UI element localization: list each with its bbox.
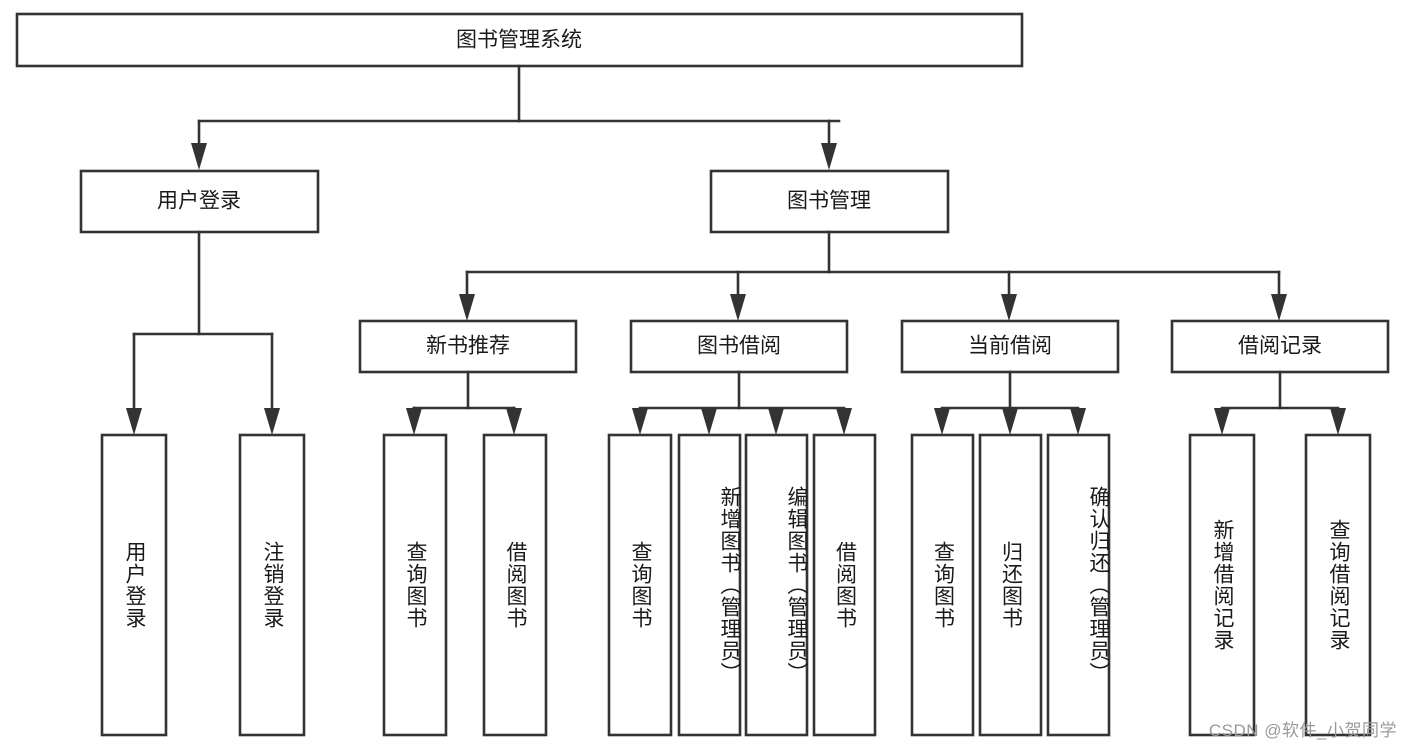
node-current-borrow-box[interactable] — [900, 319, 1120, 374]
node-book-borrow-label: 图书借阅 — [697, 335, 781, 358]
node-leaf-borrow-book-2-box[interactable] — [812, 433, 877, 737]
arrow-head-leaf-confirm-return — [1070, 408, 1086, 435]
arrow-head-leaf-add-record — [1214, 408, 1230, 435]
arrow-head-book-borrow — [730, 294, 746, 321]
node-leaf-logout-box[interactable] — [238, 433, 306, 737]
arrow-head-leaf-query-record — [1330, 408, 1346, 435]
connector-current-borrow-to-leaves — [934, 370, 1086, 435]
node-current-borrow[interactable]: 当前借阅 — [900, 319, 1120, 374]
arrow-head-book-manage — [821, 143, 837, 170]
node-root-label: 图书管理系统 — [456, 29, 582, 52]
node-leaf-edit-book-box[interactable] — [744, 433, 809, 737]
arrow-head-leaf-borrow-book-2 — [836, 408, 852, 435]
node-leaf-query-book-2-box[interactable] — [607, 433, 673, 737]
node-current-borrow-label: 当前借阅 — [968, 335, 1052, 358]
node-user-login[interactable]: 用户登录 — [79, 169, 320, 234]
node-book-borrow[interactable]: 图书借阅 — [629, 319, 849, 374]
connector-book-manage-to-level3 — [459, 230, 1287, 321]
arrow-head-current-borrow — [1001, 294, 1017, 321]
node-root-box[interactable] — [15, 12, 1024, 68]
node-leaf-add-record-box[interactable] — [1188, 433, 1256, 737]
arrow-head-leaf-borrow-book-1 — [506, 408, 522, 435]
node-user-login-label: 用户登录 — [157, 190, 241, 213]
node-leaf-query-book-3-box[interactable] — [910, 433, 975, 737]
node-leaf-query-record-box[interactable] — [1304, 433, 1372, 737]
node-borrow-record-box[interactable] — [1170, 319, 1390, 374]
arrow-head-leaf-user-login — [126, 408, 142, 435]
arrow-head-borrow-record — [1271, 294, 1287, 321]
connector-borrow-record-to-leaves — [1214, 370, 1346, 435]
node-leaf-return-book-box[interactable] — [978, 433, 1043, 737]
csdn-watermark: CSDN @软件_小贺同学 — [1208, 721, 1397, 740]
node-new-book-rec[interactable]: 新书推荐 — [358, 319, 578, 374]
node-leaf-confirm-return-box[interactable] — [1046, 433, 1111, 737]
node-leaf-borrow-book-1-box[interactable] — [482, 433, 548, 737]
connector-new-book-rec-to-leaves — [406, 370, 522, 435]
node-borrow-record-label: 借阅记录 — [1238, 335, 1322, 358]
arrow-head-user-login — [191, 143, 207, 170]
node-leaf-user-login-box[interactable] — [100, 433, 168, 737]
node-root[interactable]: 图书管理系统 — [15, 12, 1024, 68]
arrow-head-leaf-edit-book — [768, 408, 784, 435]
connector-book-borrow-to-leaves — [632, 370, 852, 435]
node-book-manage-box[interactable] — [709, 169, 950, 234]
node-new-book-rec-label: 新书推荐 — [426, 335, 510, 358]
node-borrow-record[interactable]: 借阅记录 — [1170, 319, 1390, 374]
node-leaf-add-book-box[interactable] — [677, 433, 742, 737]
arrow-head-leaf-query-book-3 — [934, 408, 950, 435]
node-book-borrow-box[interactable] — [629, 319, 849, 374]
arrow-head-new-book-rec — [459, 294, 475, 321]
arrow-head-leaf-logout — [264, 408, 280, 435]
arrow-head-leaf-query-book-1 — [406, 408, 422, 435]
connector-root-to-level2 — [191, 64, 841, 170]
arrow-head-leaf-query-book-2 — [632, 408, 648, 435]
arrow-head-leaf-add-book — [701, 408, 717, 435]
node-book-manage[interactable]: 图书管理 — [709, 169, 950, 234]
node-leaf-query-book-1-box[interactable] — [382, 433, 448, 737]
connector-user-login-to-leaves — [126, 230, 280, 435]
node-book-manage-label: 图书管理 — [787, 190, 871, 213]
node-new-book-rec-box[interactable] — [358, 319, 578, 374]
arrow-head-leaf-return-book — [1002, 408, 1018, 435]
